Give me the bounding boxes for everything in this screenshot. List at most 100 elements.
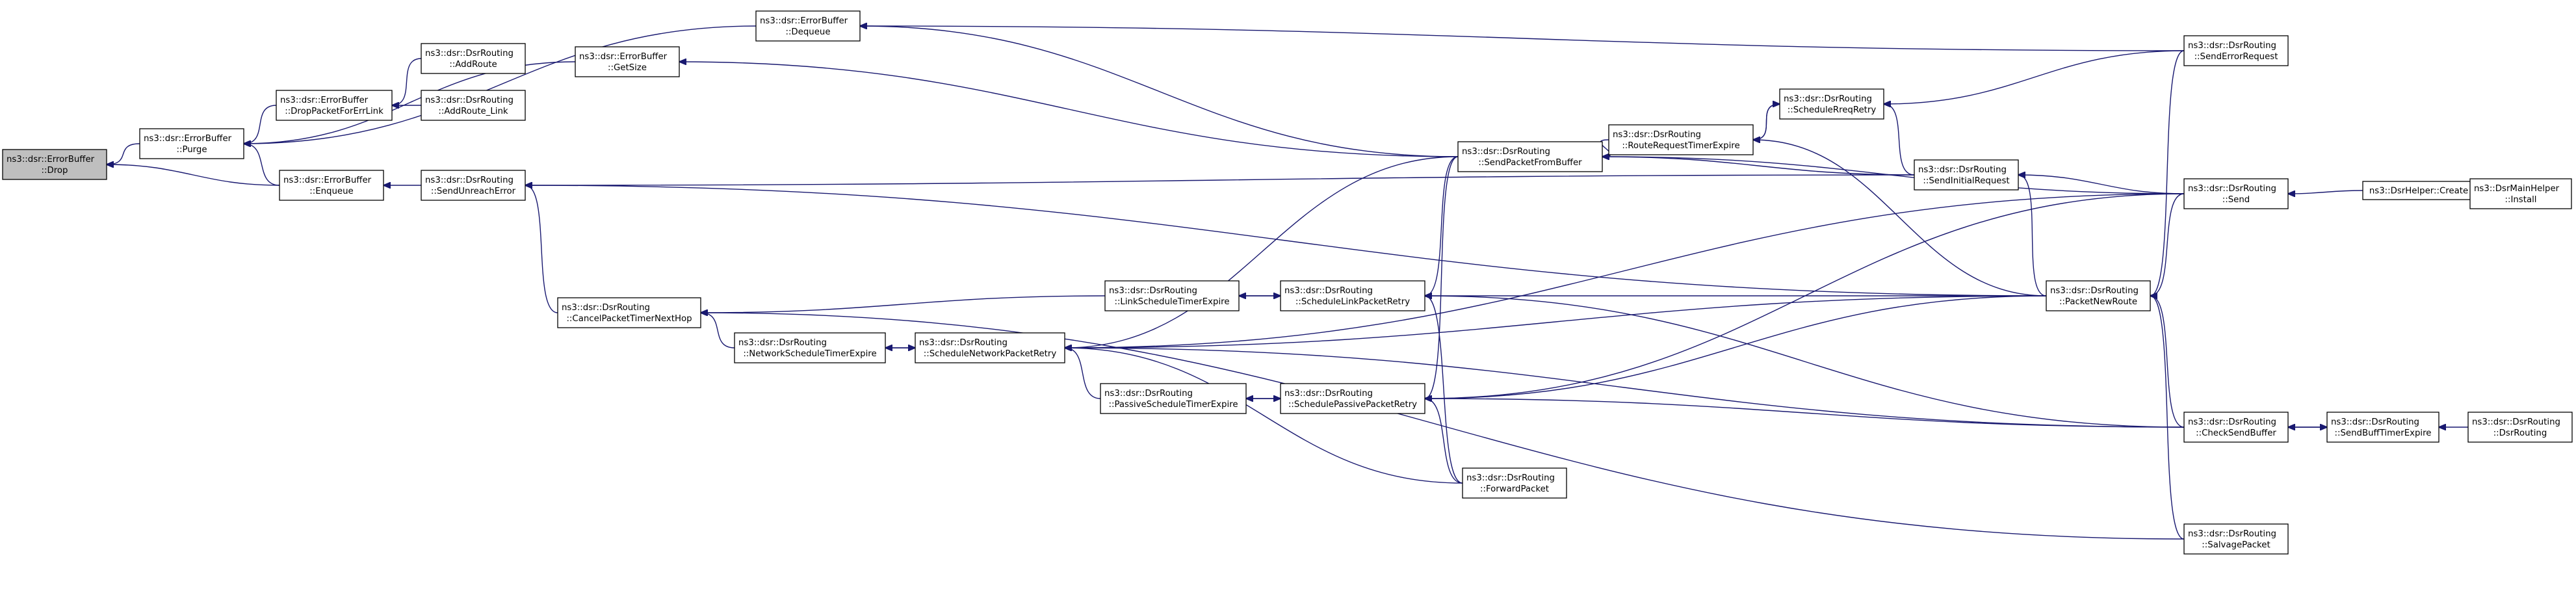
- call-edge: [1752, 104, 1780, 140]
- call-edge: [107, 143, 140, 164]
- graph-node[interactable]: ns3::dsr::DsrRouting::ForwardPacket: [1462, 467, 1567, 499]
- graph-node[interactable]: ns3::DsrMainHelper::Install: [2469, 178, 2572, 209]
- node-namespace-label: ns3::dsr::DsrRouting: [2188, 529, 2276, 539]
- graph-node[interactable]: ns3::dsr::DsrRouting::SchedulePassivePac…: [1280, 383, 1425, 414]
- graph-node[interactable]: ns3::dsr::ErrorBuffer::Enqueue: [279, 170, 384, 201]
- node-namespace-label: ns3::DsrHelper::Create: [2369, 187, 2468, 196]
- node-box: [915, 332, 1065, 363]
- graph-node[interactable]: ns3::DsrHelper::Create: [2362, 181, 2475, 200]
- graph-node[interactable]: ns3::dsr::DsrRouting::Send: [2183, 178, 2289, 209]
- node-namespace-label: ns3::dsr::DsrRouting: [1104, 389, 1193, 399]
- node-method-label: ::Send: [2222, 195, 2250, 205]
- call-edge: [392, 58, 422, 105]
- node-box: [421, 90, 526, 121]
- graph-node[interactable]: ns3::dsr::DsrRouting::AddRoute_Link: [421, 90, 526, 121]
- graph-node[interactable]: ns3::dsr::DsrRouting::ScheduleRreqRetry: [1779, 88, 1884, 120]
- node-method-label: ::AddRoute: [449, 60, 497, 70]
- node-namespace-label: ns3::dsr::DsrRouting: [1918, 165, 2007, 175]
- node-method-label: ::ForwardPacket: [1480, 484, 1549, 494]
- node-box: [1608, 124, 1754, 155]
- call-edge: [1065, 156, 1459, 348]
- focus-node-box: [2, 149, 107, 180]
- node-namespace-label: ns3::dsr::DsrRouting: [2331, 417, 2419, 427]
- call-edge: [1425, 156, 1459, 399]
- graph-node[interactable]: ns3::dsr::DsrRouting::RouteRequestTimerE…: [1608, 124, 1754, 155]
- graph-node[interactable]: ns3::dsr::ErrorBuffer::Drop: [2, 149, 107, 180]
- call-edge: [2150, 193, 2185, 296]
- call-edge: [1753, 140, 2047, 296]
- graph-node[interactable]: ns3::dsr::DsrRouting::NetworkScheduleTim…: [734, 332, 886, 363]
- graph-node[interactable]: ns3::dsr::DsrRouting::ScheduleLinkPacket…: [1280, 280, 1425, 311]
- graph-node[interactable]: ns3::dsr::DsrRouting::SalvagePacket: [2183, 523, 2289, 555]
- node-method-label: ::Purge: [176, 145, 207, 155]
- node-box: [276, 90, 393, 121]
- node-box: [421, 43, 526, 74]
- graph-node[interactable]: ns3::dsr::DsrRouting::ScheduleNetworkPac…: [915, 332, 1065, 363]
- graph-node[interactable]: ns3::dsr::DsrRouting::SendPacketFromBuff…: [1457, 141, 1603, 172]
- node-box: [2046, 280, 2151, 311]
- node-method-label: ::SendBuffTimerExpire: [2335, 428, 2432, 438]
- node-namespace-label: ns3::dsr::ErrorBuffer: [579, 52, 668, 62]
- call-edge: [2288, 190, 2363, 194]
- node-box: [279, 170, 384, 201]
- node-box: [2362, 181, 2475, 200]
- graph-node[interactable]: ns3::dsr::DsrRouting::SendInitialRequest: [1914, 159, 2019, 190]
- call-edge: [1425, 295, 2047, 399]
- node-method-label: ::SendInitialRequest: [1923, 176, 2009, 186]
- node-box: [1104, 280, 1240, 311]
- node-method-label: ::SendPacketFromBuffer: [1478, 158, 1582, 168]
- node-namespace-label: ns3::dsr::ErrorBuffer: [144, 134, 232, 144]
- node-method-label: ::SalvagePacket: [2202, 540, 2270, 550]
- node-box: [1457, 141, 1603, 172]
- graph-node[interactable]: ns3::dsr::DsrRouting::PacketNewRoute: [2046, 280, 2151, 311]
- node-box: [557, 297, 701, 328]
- node-namespace-label: ns3::dsr::DsrRouting: [425, 49, 514, 59]
- node-namespace-label: ns3::DsrMainHelper: [2474, 184, 2560, 194]
- node-method-label: ::PacketNewRoute: [2059, 297, 2137, 307]
- node-namespace-label: ns3::dsr::ErrorBuffer: [280, 96, 369, 105]
- node-method-label: ::CancelPacketTimerNextHop: [566, 314, 692, 324]
- graph-node[interactable]: ns3::dsr::ErrorBuffer::GetSize: [575, 46, 680, 77]
- graph-node[interactable]: ns3::dsr::DsrRouting::LinkScheduleTimerE…: [1104, 280, 1240, 311]
- call-edge: [2150, 50, 2185, 296]
- node-namespace-label: ns3::dsr::DsrRouting: [1613, 130, 1701, 140]
- graph-node[interactable]: ns3::dsr::DsrRouting::AddRoute: [421, 43, 526, 74]
- graph-node[interactable]: ns3::dsr::DsrRouting::CheckSendBuffer: [2183, 412, 2289, 443]
- graph-node[interactable]: ns3::dsr::DsrRouting::CancelPacketTimerN…: [557, 297, 701, 328]
- graph-node[interactable]: ns3::dsr::ErrorBuffer::Dequeue: [755, 10, 861, 42]
- call-edge: [1065, 348, 1463, 484]
- graph-node[interactable]: ns3::dsr::ErrorBuffer::DropPacketForErrL…: [276, 90, 393, 121]
- node-box: [2183, 178, 2289, 209]
- node-namespace-label: ns3::dsr::DsrRouting: [2188, 41, 2276, 51]
- call-edge: [701, 313, 2185, 540]
- graph-node[interactable]: ns3::dsr::DsrRouting::PassiveScheduleTim…: [1100, 383, 1247, 414]
- node-box: [2326, 412, 2439, 443]
- call-edge: [244, 144, 280, 186]
- node-namespace-label: ns3::dsr::DsrRouting: [1466, 473, 1555, 483]
- call-edge: [2150, 296, 2185, 428]
- node-namespace-label: ns3::dsr::DsrRouting: [425, 176, 514, 185]
- graph-node[interactable]: ns3::dsr::ErrorBuffer::Purge: [139, 128, 244, 159]
- call-edge: [679, 62, 1459, 157]
- graph-node[interactable]: ns3::dsr::DsrRouting::SendErrorRequest: [2183, 35, 2289, 66]
- node-namespace-label: ns3::dsr::DsrRouting: [2188, 184, 2276, 194]
- graph-node[interactable]: ns3::dsr::DsrRouting::DsrRouting: [2467, 412, 2573, 443]
- call-edge: [244, 105, 277, 144]
- graph-node[interactable]: ns3::dsr::DsrRouting::SendUnreachError: [421, 170, 526, 201]
- call-edge: [1425, 399, 1463, 484]
- call-edge: [525, 174, 1915, 185]
- node-box: [2469, 178, 2572, 209]
- node-box: [1280, 280, 1425, 311]
- node-namespace-label: ns3::dsr::DsrRouting: [1284, 389, 1373, 399]
- call-edge: [1425, 399, 2185, 428]
- call-edge: [860, 26, 1459, 157]
- node-box: [421, 170, 526, 201]
- graph-node[interactable]: ns3::dsr::DsrRouting::SendBuffTimerExpir…: [2326, 412, 2439, 443]
- node-namespace-label: ns3::dsr::DsrRouting: [562, 303, 650, 313]
- node-method-label: ::SchedulePassivePacketRetry: [1288, 400, 1417, 410]
- node-namespace-label: ns3::dsr::DsrRouting: [425, 96, 514, 105]
- node-layer: ns3::dsr::ErrorBuffer::Dropns3::dsr::Err…: [2, 10, 2573, 555]
- node-method-label: ::Enqueue: [309, 187, 353, 196]
- node-box: [1280, 383, 1425, 414]
- node-namespace-label: ns3::dsr::ErrorBuffer: [760, 16, 848, 26]
